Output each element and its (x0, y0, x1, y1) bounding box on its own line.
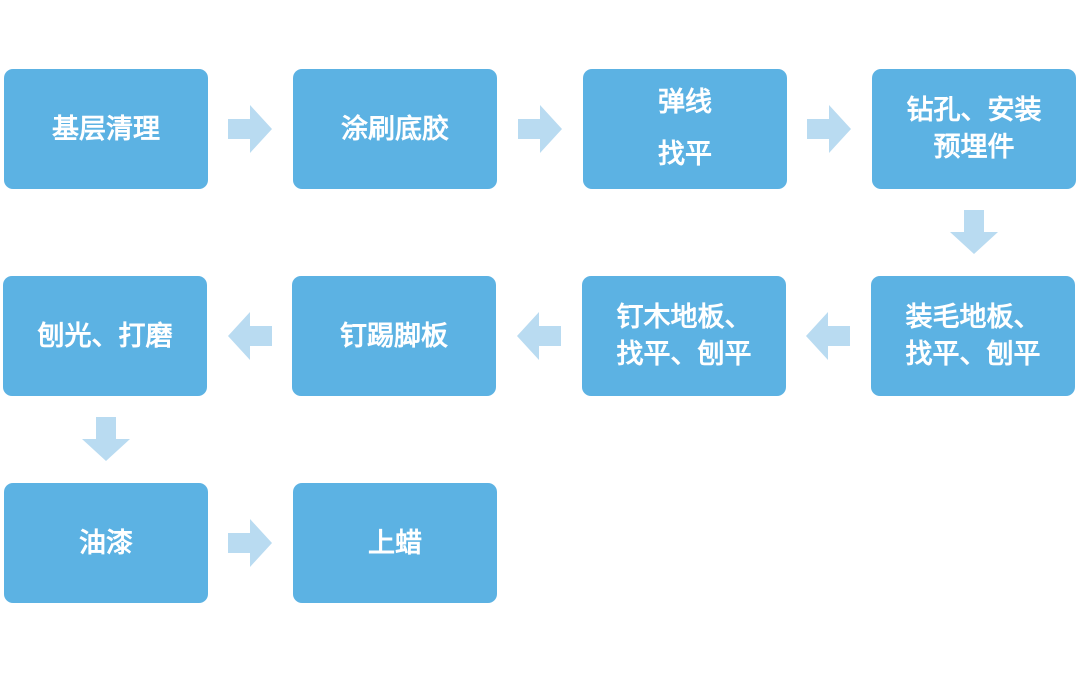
arrow-left-icon (517, 312, 561, 360)
arrow-right-icon (228, 105, 272, 153)
step-label: 油漆 (79, 527, 133, 559)
step-drill-install-embedded-parts: 钻孔、安装 预埋件 (872, 69, 1076, 189)
arrow-down-icon (950, 210, 998, 254)
step-apply-primer: 涂刷底胶 (293, 69, 497, 189)
step-label: 刨光、打磨 (37, 320, 173, 352)
step-label: 涂刷底胶 (341, 113, 449, 145)
arrow-right-icon (807, 105, 851, 153)
step-nail-wood-floor: 钉木地板、 找平、刨平 (582, 276, 786, 396)
step-install-subfloor: 装毛地板、 找平、刨平 (871, 276, 1075, 396)
step-label: 装毛地板、 找平、刨平 (905, 302, 1041, 370)
step-base-cleaning: 基层清理 (4, 69, 208, 189)
step-label: 弹线 找平 (658, 87, 712, 170)
step-label: 钉踢脚板 (340, 320, 448, 352)
arrow-right-icon (228, 519, 272, 567)
step-waxing: 上蜡 (293, 483, 497, 603)
step-label: 钉木地板、 找平、刨平 (616, 302, 752, 370)
step-label: 钻孔、安装 预埋件 (906, 95, 1042, 163)
step-label: 基层清理 (52, 113, 160, 145)
arrow-right-icon (518, 105, 562, 153)
step-chalk-line-leveling: 弹线 找平 (583, 69, 787, 189)
arrow-left-icon (806, 312, 850, 360)
step-plane-sanding: 刨光、打磨 (3, 276, 207, 396)
step-label: 上蜡 (368, 527, 422, 559)
step-painting: 油漆 (4, 483, 208, 603)
arrow-left-icon (228, 312, 272, 360)
step-nail-skirting-board: 钉踢脚板 (292, 276, 496, 396)
arrow-down-icon (82, 417, 130, 461)
